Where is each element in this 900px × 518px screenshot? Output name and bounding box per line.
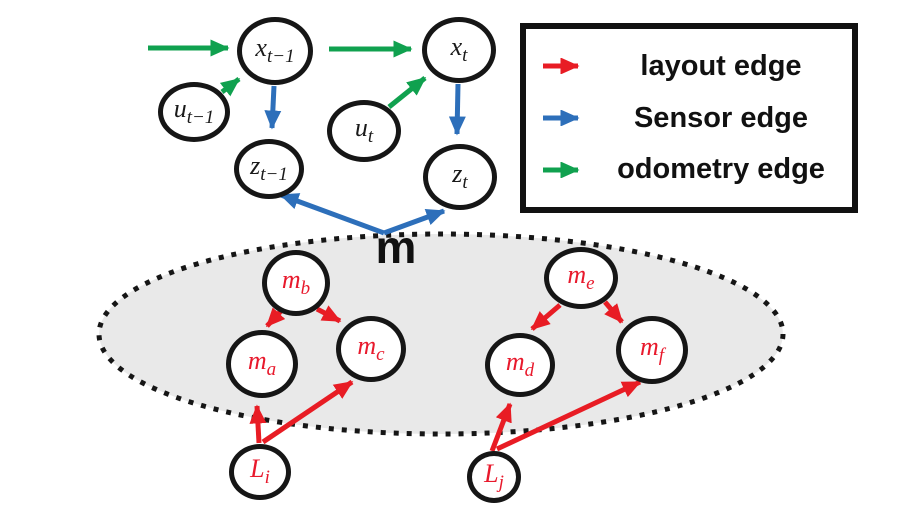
odometry-edge-arrow-icon bbox=[543, 161, 580, 178]
odometry-edge-u-t-to-x-t bbox=[387, 76, 427, 109]
sensor-edge-x-t-1-to-z-t-1 bbox=[264, 85, 282, 130]
node-L-j: Lj bbox=[467, 451, 521, 503]
layout-edge-L-j-to-m-d bbox=[489, 402, 513, 452]
node-label: ut bbox=[354, 113, 374, 148]
node-label: xt−1 bbox=[255, 33, 295, 68]
node-z-t-1: zt−1 bbox=[234, 139, 304, 199]
layout-edge-m-b-to-m-a bbox=[265, 307, 286, 328]
node-label: md bbox=[505, 347, 535, 382]
legend-row-odometry: odometry edge bbox=[540, 153, 844, 186]
layout-edge-L-i-to-m-a bbox=[249, 404, 267, 444]
sensor-edge-arrow-icon bbox=[543, 110, 580, 126]
sensor-edge-x-t-to-z-t bbox=[448, 83, 466, 136]
legend-label-sensor: Sensor edge bbox=[633, 101, 809, 134]
layout-edge-m-e-to-m-f bbox=[603, 300, 624, 324]
node-label: Li bbox=[250, 454, 270, 489]
node-x-t-1: xt−1 bbox=[237, 17, 313, 85]
legend-box: layout edge Sensor edge odometry edge bbox=[520, 23, 858, 213]
odometry-edge-u-t-1-to-x-t-1 bbox=[219, 77, 241, 97]
node-label: ma bbox=[247, 346, 277, 381]
node-L-i: Li bbox=[229, 444, 291, 500]
layout-edge-L-i-to-m-c bbox=[261, 379, 354, 445]
node-m-b: mb bbox=[262, 250, 330, 316]
node-x-t: xt bbox=[422, 17, 496, 83]
layout-edge-L-j-to-m-f bbox=[495, 379, 642, 452]
node-u-t: ut bbox=[327, 100, 401, 162]
node-label: mf bbox=[639, 332, 665, 367]
node-z-t: zt bbox=[423, 144, 497, 210]
node-label: mc bbox=[357, 331, 385, 366]
node-label: ut−1 bbox=[173, 94, 215, 129]
layout-edge-m-e-to-m-d bbox=[530, 303, 562, 331]
legend-label-layout: layout edge bbox=[640, 49, 802, 82]
legend-row-layout: layout edge bbox=[540, 50, 844, 83]
node-m-c: mc bbox=[336, 316, 406, 382]
node-label: zt bbox=[452, 159, 468, 194]
node-m-a: ma bbox=[226, 330, 298, 398]
layout-edge-arrow-icon bbox=[543, 58, 580, 75]
legend-label-odometry: odometry edge bbox=[617, 153, 825, 186]
sensor-edge-m-to-z-t bbox=[383, 208, 446, 236]
layout-edge-m-b-to-m-c bbox=[315, 305, 342, 324]
sensor-edge-m-to-z-t-1 bbox=[279, 192, 385, 236]
legend-row-sensor: Sensor edge bbox=[540, 102, 844, 135]
node-label: me bbox=[567, 260, 595, 295]
node-label: mb bbox=[281, 265, 311, 300]
node-m-e: me bbox=[544, 247, 618, 309]
map-label: m bbox=[375, 221, 417, 273]
node-m-d: md bbox=[485, 333, 555, 397]
node-label: Lj bbox=[484, 459, 504, 494]
node-m-f: mf bbox=[616, 316, 688, 384]
node-label: zt−1 bbox=[250, 151, 288, 186]
node-u-t-1: ut−1 bbox=[158, 82, 230, 142]
node-label: xt bbox=[450, 32, 468, 67]
